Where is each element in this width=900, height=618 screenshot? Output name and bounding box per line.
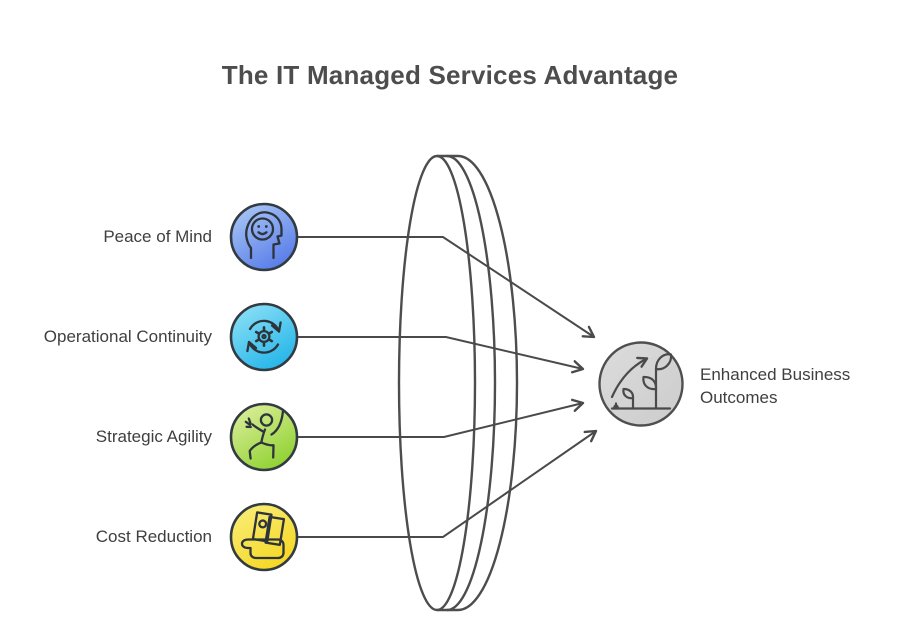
sync-gear-icon: [229, 302, 299, 372]
lens-silhouette: [397, 154, 519, 612]
label-operational-continuity: Operational Continuity: [43, 327, 212, 346]
label-cost-reduction: Cost Reduction: [95, 527, 212, 546]
arrow-operational-continuity: [297, 336, 585, 374]
arrow-strategic-agility: [297, 398, 585, 438]
head-smile-icon: [229, 202, 299, 272]
label-strategic-agility: Strategic Agility: [95, 427, 212, 446]
lens-middle-edge: [446, 154, 497, 612]
label-peace-of-mind: Peace of Mind: [103, 227, 212, 246]
arrow-cost-reduction: [297, 429, 598, 538]
agile-person-icon: [229, 402, 299, 472]
output-label-line1: Enhanced Business: [700, 365, 851, 384]
connector-arrows: [297, 236, 598, 538]
arrow-peace-of-mind: [297, 236, 596, 339]
money-hand-icon: [229, 502, 299, 572]
page-title: The IT Managed Services Advantage: [221, 60, 679, 90]
label-enhanced-business-outcomes: Enhanced Business Outcomes: [700, 363, 890, 409]
focus-lens: [397, 154, 519, 612]
lens-front-edge: [436, 154, 477, 612]
growth-plant-icon: [598, 341, 684, 427]
output-label-line2: Outcomes: [700, 388, 778, 407]
gear-teeth: [254, 326, 274, 347]
